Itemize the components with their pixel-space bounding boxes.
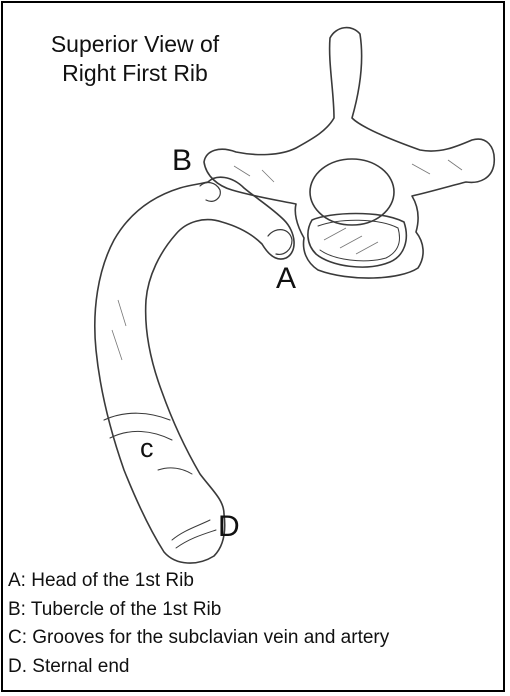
legend-item-c: C: Grooves for the subclavian vein and a…	[8, 624, 503, 653]
label-d: D	[218, 512, 240, 542]
legend: A: Head of the 1st Rib B: Tubercle of th…	[8, 567, 503, 681]
legend-item-d: D. Sternal end	[8, 653, 503, 682]
vertebral-body	[308, 214, 406, 268]
legend-item-a: A: Head of the 1st Rib	[8, 567, 503, 596]
vertebra-outline	[204, 28, 494, 278]
label-a: A	[276, 264, 296, 294]
label-c: c	[140, 435, 154, 462]
first-rib-outline	[95, 177, 294, 563]
legend-item-b: B: Tubercle of the 1st Rib	[8, 596, 503, 625]
label-b: B	[172, 146, 192, 176]
